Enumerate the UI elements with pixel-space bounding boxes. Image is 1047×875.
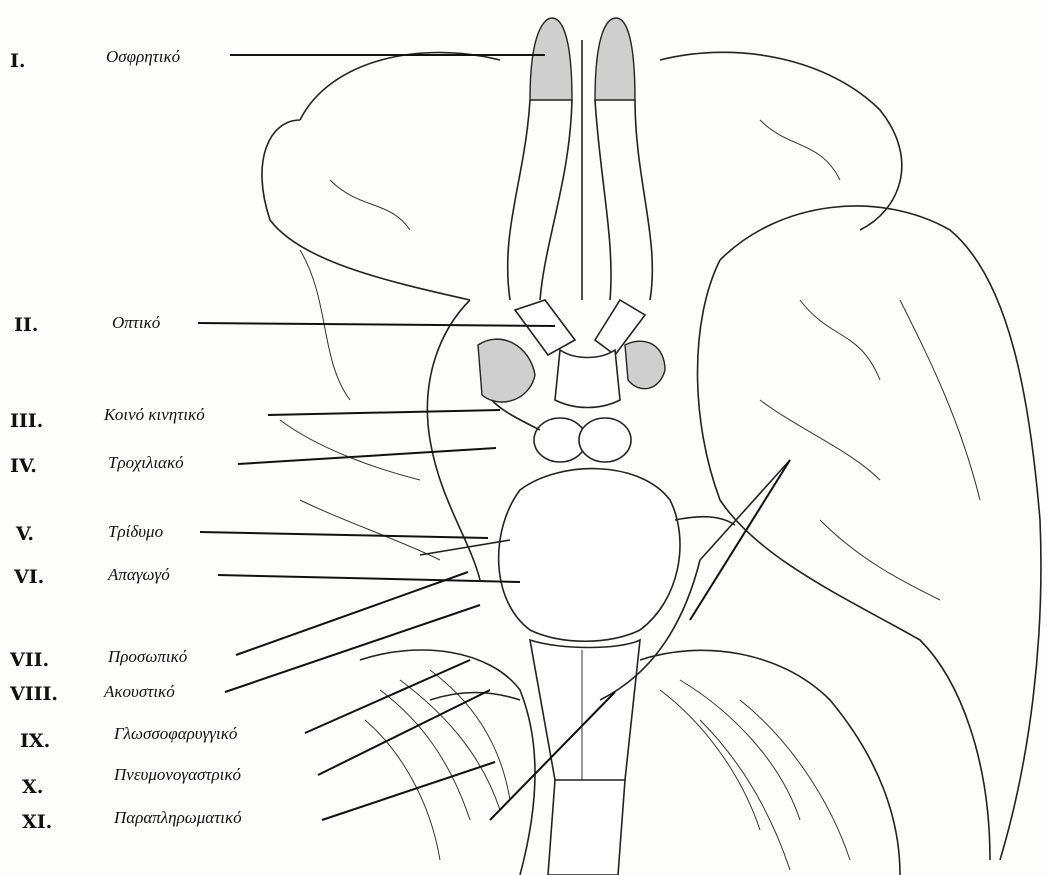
numeral-III: III. bbox=[10, 410, 43, 432]
label-trigeminal: Τρίδυμο bbox=[108, 522, 163, 541]
leader-line-right-nerve bbox=[690, 460, 790, 620]
leader-line-optic bbox=[198, 323, 555, 326]
leader-line-accessory bbox=[322, 762, 495, 820]
numeral-VI: VI. bbox=[13, 566, 44, 588]
brain-drawing bbox=[262, 18, 1041, 875]
label-accessory: Παραπληρωματικό bbox=[113, 808, 242, 827]
left-sulci bbox=[280, 180, 440, 560]
pons bbox=[499, 469, 680, 642]
label-glossopharyngeal: Γλωσσοφαρυγγικό bbox=[113, 724, 237, 743]
right-temporal-pole-stipple bbox=[625, 341, 665, 389]
left-temporal-pole-stipple bbox=[478, 339, 535, 402]
left-vagus-rootlets bbox=[430, 693, 520, 701]
medulla-oblongata bbox=[530, 640, 640, 795]
label-vagus: Πνευμονογαστρικό bbox=[113, 765, 241, 784]
right-hemisphere bbox=[720, 206, 1041, 860]
left-frontal-lobe bbox=[262, 53, 500, 301]
right-cerebellum-folia bbox=[660, 680, 850, 870]
right-sulci bbox=[760, 120, 980, 600]
right-olfactory-tract bbox=[595, 100, 652, 300]
numeral-VII: VII. bbox=[9, 649, 49, 671]
label-oculomotor: Κοινό κινητικό bbox=[103, 405, 205, 424]
numeral-IX: IX. bbox=[20, 730, 50, 752]
right-trigeminal-root bbox=[675, 517, 735, 525]
label-facial: Προσωπικό bbox=[107, 647, 187, 666]
numeral-II: II. bbox=[14, 314, 38, 336]
leader-line-vagus bbox=[318, 690, 490, 775]
label-optic: Οπτικό bbox=[112, 313, 160, 332]
label-vestibulocochlear: Ακουστικό bbox=[103, 682, 175, 701]
right-frontal-lobe bbox=[660, 52, 902, 230]
label-trochlear: Τροχιλιακό bbox=[108, 453, 184, 472]
numeral-X: X. bbox=[22, 776, 43, 798]
leader-line-trochlear bbox=[238, 448, 496, 464]
numeral-XI: XI. bbox=[22, 811, 52, 833]
left-olfactory-tract bbox=[508, 100, 572, 300]
spinal-cord bbox=[548, 780, 625, 875]
left-optic-nerve bbox=[515, 300, 575, 355]
right-mammillary-body bbox=[579, 418, 631, 462]
leader-line-facial bbox=[236, 572, 468, 655]
oculomotor-root bbox=[492, 400, 540, 430]
nerve-labels: I. Οσφρητικό II. Οπτικό III. Κοινό κινητ… bbox=[9, 47, 242, 833]
leader-line-oculomotor bbox=[268, 410, 500, 415]
label-olfactory: Οσφρητικό bbox=[106, 47, 180, 66]
label-abducens: Απαγωγό bbox=[107, 565, 170, 584]
optic-chiasm bbox=[555, 350, 620, 408]
leader-line-abducens bbox=[218, 575, 520, 582]
leader-line-trigeminal bbox=[200, 532, 488, 538]
numeral-V: V. bbox=[15, 523, 34, 545]
trigeminal-root bbox=[420, 540, 510, 555]
right-olfactory-bulb bbox=[595, 18, 635, 100]
numeral-VIII: VIII. bbox=[9, 683, 58, 705]
leader-lines bbox=[198, 55, 790, 820]
numeral-IV: IV. bbox=[10, 455, 37, 477]
numeral-I: I. bbox=[10, 50, 26, 72]
left-olfactory-bulb bbox=[530, 18, 572, 100]
